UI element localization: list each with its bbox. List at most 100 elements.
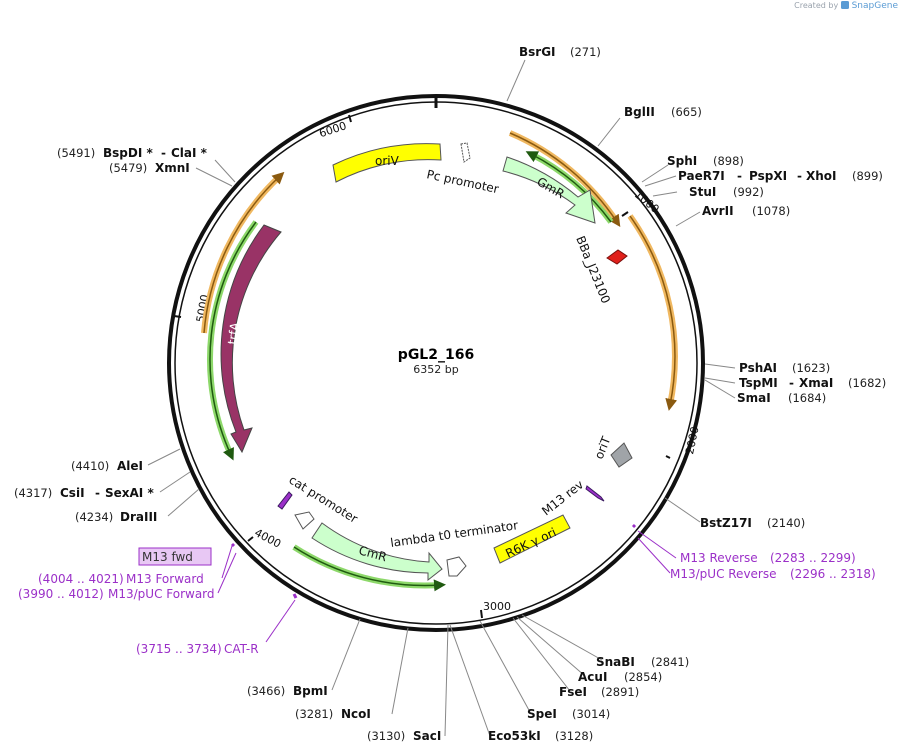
site-SnaBI[interactable]: SnaBI (2841) [596, 655, 689, 669]
tick-4000-mark [247, 536, 254, 542]
site-BglII[interactable]: BglII (665) [624, 105, 702, 119]
feature-trfA-label: trfA [225, 321, 242, 346]
primer-M13-forward-range: (4004 .. 4021) [38, 572, 124, 586]
site-PspXI-name: PspXI [749, 169, 787, 183]
snapgene-logo-icon [840, 1, 849, 9]
site-Eco53kI-pos: (3128) [555, 729, 593, 743]
site-FseI-name: FseI [559, 685, 587, 699]
site-SpeI[interactable]: SpeI (3014) [527, 707, 610, 721]
site-SnaBI-name: SnaBI [596, 655, 635, 669]
site-CsiI[interactable]: (4317) CsiI - SexAI * [14, 486, 154, 500]
site-PaeR7I[interactable]: PaeR7I - PspXI - XhoI (899) [678, 169, 883, 183]
primer-M13-pUC-reverse-name: M13/pUC Reverse [670, 567, 777, 581]
site-SacI[interactable]: (3130) SacI [367, 729, 441, 743]
site-SpeI-name: SpeI [527, 707, 557, 721]
site-CsiI-name: CsiI [60, 486, 85, 500]
feature-trfA [220, 224, 282, 454]
primer-M13-reverse-name: M13 Reverse [680, 551, 758, 565]
site-AleI[interactable]: (4410) AleI [71, 459, 143, 473]
leader-XmnI [195, 167, 233, 187]
tick-3000-mark [480, 609, 483, 619]
site-FseI[interactable]: FseI (2891) [559, 685, 639, 699]
leader-SphI [641, 164, 669, 183]
site-SmaI-pos: (1684) [788, 391, 826, 405]
leader-PshAI [704, 363, 736, 369]
tick-2000-mark [665, 455, 671, 459]
site-NcoI[interactable]: (3281) NcoI [295, 707, 371, 721]
site-AleI-pos: (4410) [71, 459, 109, 473]
site-BspDI[interactable]: (5491) BspDI * - ClaI * [57, 146, 208, 160]
site-Eco53kI[interactable]: Eco53kI (3128) [488, 729, 593, 743]
site-CsiI-pos: (4317) [14, 486, 52, 500]
site-PaeR7I-sep1: - [737, 169, 742, 183]
site-ClaI-name: ClaI * [171, 146, 208, 160]
site-BspDI-name: BspDI * [103, 146, 153, 160]
feature-pc-promoter-label: Pc promoter [425, 167, 500, 196]
site-BspDI-sep: - [161, 146, 166, 160]
primer-M13-fwd-box[interactable]: M13 fwd [138, 547, 212, 566]
site-XmnI-name: XmnI [155, 161, 190, 175]
leader-BstZ17I [664, 497, 701, 523]
orf-arc-right-line [629, 215, 678, 411]
credit-prefix: Created by [794, 1, 839, 10]
site-AcuI[interactable]: AcuI (2854) [578, 670, 662, 684]
primer-M13-reverse-range: (2283 .. 2299) [770, 551, 856, 565]
tick-5000-mark [173, 315, 182, 318]
feature-oriT-label: oriT [592, 434, 614, 461]
orf-arc-top-outer-line [509, 132, 621, 228]
feature-BBa_J23100 [606, 249, 628, 265]
site-BsrGI[interactable]: BsrGI (271) [519, 45, 601, 59]
primer-M13-pUC-forward[interactable]: (3990 .. 4012) M13/pUC Forward [18, 587, 215, 601]
site-XhoI-name: XhoI [806, 169, 837, 183]
site-StuI[interactable]: StuI (992) [689, 185, 764, 199]
site-BpmI[interactable]: (3466) BpmI [247, 684, 328, 698]
leader-DraIII [167, 488, 200, 517]
site-BstZ17I-pos: (2140) [767, 516, 805, 530]
primer-M13-reverse[interactable]: M13 Reverse (2283 .. 2299) [680, 551, 856, 565]
primer-M13-forward[interactable]: (4004 .. 4021) M13 Forward [38, 572, 204, 586]
site-DraIII-name: DraIII [120, 510, 157, 524]
leader-M13-pUC-forward [217, 552, 237, 594]
feature-oriT [610, 442, 633, 468]
site-SphI-name: SphI [667, 154, 697, 168]
site-SacI-name: SacI [413, 729, 441, 743]
primer-M13-fwd-highlight [138, 547, 212, 566]
site-AvrII[interactable]: AvrII (1078) [702, 204, 790, 218]
orf-arc-top-inner-line [525, 151, 612, 223]
site-NcoI-pos: (3281) [295, 707, 333, 721]
primer-M13-pUC-forward-range: (3990 .. 4012) [18, 587, 104, 601]
site-TspMI[interactable]: TspMI - XmaI (1682) [739, 376, 886, 390]
site-PaeR7I-pos: (899) [852, 169, 883, 183]
site-PshAI[interactable]: PshAI (1623) [739, 361, 830, 375]
plasmid-name: pGL2_166 [398, 347, 474, 363]
site-BpmI-pos: (3466) [247, 684, 285, 698]
site-BstZ17I[interactable]: BstZ17I (2140) [700, 516, 805, 530]
leader-CsiI [159, 471, 191, 493]
site-AvrII-pos: (1078) [752, 204, 790, 218]
site-XmnI[interactable]: (5479) XmnI [109, 161, 190, 175]
site-SmaI[interactable]: SmaI (1684) [737, 391, 826, 405]
primer-M13-pUC-reverse-range: (2296 .. 2318) [790, 567, 876, 581]
site-SphI-pos: (898) [713, 154, 744, 168]
site-SphI[interactable]: SphI (898) [667, 154, 744, 168]
primer-M13-fwd-mark [230, 542, 236, 548]
site-PshAI-name: PshAI [739, 361, 777, 375]
feature-cat-promoter [294, 511, 315, 530]
credit-brand: SnapGene [851, 1, 898, 11]
primer-M13-pUC-reverse[interactable]: M13/pUC Reverse (2296 .. 2318) [670, 567, 876, 581]
primer-M13-forward-name: M13 Forward [126, 572, 204, 586]
site-PaeR7I-name: PaeR7I [678, 169, 725, 183]
site-StuI-name: StuI [689, 185, 716, 199]
site-PshAI-pos: (1623) [792, 361, 830, 375]
site-XmaI-name: XmaI [799, 376, 833, 390]
site-DraIII[interactable]: (4234) DraIII [75, 510, 157, 524]
leader-NcoI [391, 627, 409, 715]
leader-StuI [652, 191, 678, 197]
site-TspMI-pos: (1682) [848, 376, 886, 390]
leader-SacI [444, 624, 449, 737]
feature-oriV-label: oriV [375, 154, 400, 168]
backbone [167, 94, 705, 632]
feature-CmR [311, 522, 443, 582]
primer-CAT-R[interactable]: (3715 .. 3734) CAT-R [136, 642, 259, 656]
